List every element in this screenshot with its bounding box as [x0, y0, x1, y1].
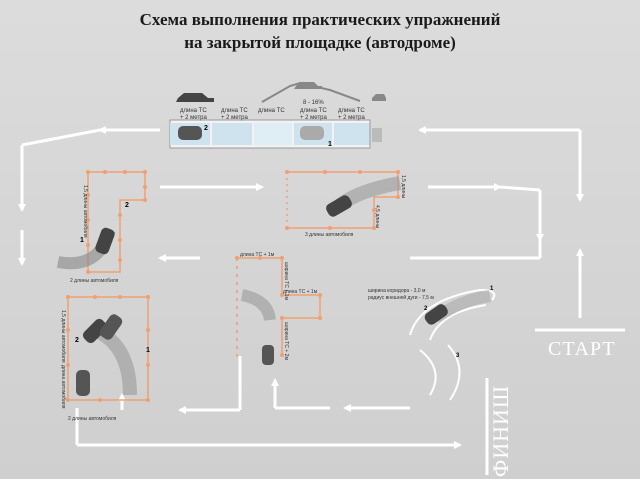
exercise-center-bottom [236, 257, 321, 360]
lt-mark-2: 2 [125, 202, 129, 209]
title-line-2: на закрытой площадке (автодроме) [184, 33, 456, 52]
lb-side-label: 1,5 длины автомобиля [60, 310, 66, 363]
lb-side-label-2: длина автомобиля [60, 365, 66, 409]
exercise-left-bottom [67, 296, 149, 401]
car-side-icon-3 [372, 94, 386, 101]
strip-cell-5: длина ТС [338, 108, 365, 114]
cones-left-top [86, 170, 147, 274]
strip-cell-4: 8 - 16% [303, 100, 324, 106]
right-mark-3: 3 [456, 353, 460, 359]
route-arrows [18, 126, 584, 449]
car-path-left-bottom [91, 323, 137, 396]
top-strip [169, 81, 386, 149]
strip-mark-2: 2 [204, 125, 208, 132]
ct-side-label: 4,5 длины [374, 205, 380, 229]
right-label-2: радиус внешней дуги - 7,5 м [368, 294, 434, 301]
lb-bottom-label: 2 длины автомобиля [68, 416, 117, 422]
lb-mark-1: 1 [146, 347, 150, 354]
strip-cell-2: длина ТС [221, 108, 248, 114]
svg-text:длина ТС: длина ТС [300, 108, 327, 114]
cb-side-label-2: ширина ТС + 2м [283, 322, 289, 360]
lt-mark-1: 1 [80, 237, 84, 244]
cb-top-label: длина ТС + 1м [240, 252, 275, 258]
strip-cell-1: длина ТС [180, 108, 207, 114]
right-mark-2: 2 [424, 306, 428, 312]
svg-text:+ 2 метра: + 2 метра [300, 115, 328, 121]
car-side-icon [176, 93, 214, 102]
svg-text:+ 2 метра: + 2 метра [338, 115, 366, 121]
ct-side-label-2: 1,5 длины [400, 175, 406, 199]
car-side-icon-2 [294, 82, 322, 89]
exercise-right-snake [409, 288, 496, 401]
title-line-1: Схема выполнения практических упражнений [139, 10, 501, 29]
svg-text:+ 2 метра: + 2 метра [221, 115, 249, 121]
finish-label: ФИНИШ [488, 384, 514, 478]
lb-mark-2: 2 [75, 337, 79, 344]
cb-mid-label: длина ТС + 1м [283, 289, 318, 295]
strip-mark-1: 1 [328, 141, 332, 148]
lt-side-label: 1,5 длины автомобиля [82, 185, 88, 238]
svg-text:+ 2 метра: + 2 метра [180, 115, 208, 121]
right-mark-1: 1 [490, 286, 494, 292]
car-icon [95, 227, 115, 255]
exercise-center-top [286, 171, 399, 229]
strip-cell-3: длина ТС [258, 108, 285, 114]
ct-bottom-label: 3 длины автомобиля [305, 232, 354, 238]
cb-side-label: ширина ТС + 1м [283, 262, 289, 300]
lt-bottom-label: 2 длины автомобиля [70, 278, 119, 284]
start-label: СТАРТ [548, 338, 616, 360]
right-label-1: ширина коридора - 3,0 м [368, 288, 426, 294]
car-icon-2 [326, 195, 352, 217]
car-path-center-bottom [240, 289, 276, 322]
